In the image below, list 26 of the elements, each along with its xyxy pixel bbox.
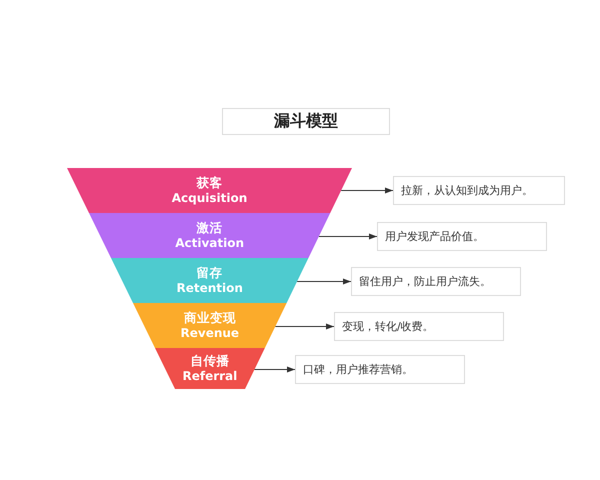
arrow <box>296 278 352 284</box>
description-callout: 留住用户，防止用户流失。 <box>351 267 521 296</box>
stage-name-english: Acquisition <box>172 190 248 206</box>
description-callout: 用户发现产品价值。 <box>377 222 547 251</box>
diagram-title: 漏斗模型 <box>222 108 390 135</box>
funnel-stage <box>110 258 308 303</box>
stage-name: 留存 <box>196 264 223 281</box>
stage-name: 激活 <box>196 220 223 236</box>
stage-name: 自传播 <box>190 352 230 369</box>
stage-name-english: Referral <box>182 368 238 384</box>
arrow <box>340 188 394 194</box>
description-callout: 拉新，从认知到成为用户。 <box>393 176 565 205</box>
funnel-stage <box>67 168 352 213</box>
stage-name: 获客 <box>196 174 222 191</box>
stage-name: 商业变现 <box>184 310 236 326</box>
arrow <box>254 366 296 372</box>
arrow <box>274 324 334 330</box>
stage-name-english: Revenue <box>180 326 240 342</box>
description-callout: 变现，转化/收费。 <box>334 312 504 341</box>
description-callout: 口碑，用户推荐营销。 <box>295 355 465 384</box>
funnel-stage <box>132 303 287 348</box>
stage-name-english: Activation <box>175 236 244 252</box>
arrow <box>318 234 378 240</box>
funnel-stage <box>88 213 330 258</box>
funnel-stage <box>154 348 265 389</box>
stage-name-english: Retention <box>176 280 243 296</box>
